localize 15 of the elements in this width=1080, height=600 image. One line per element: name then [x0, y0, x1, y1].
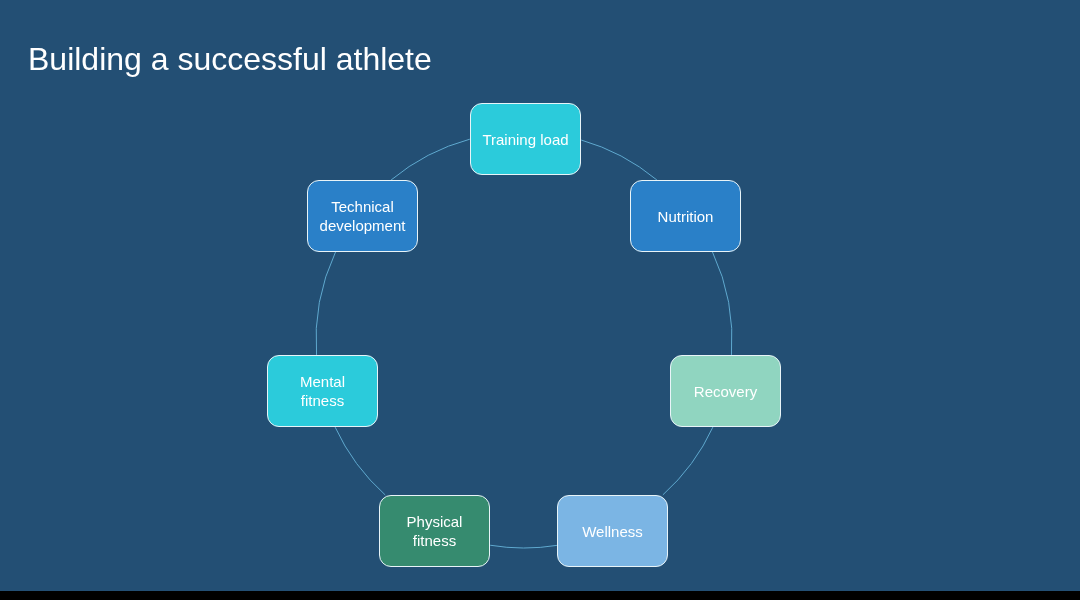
rounded-box: Technical development [307, 180, 418, 252]
connector-arc [334, 426, 386, 496]
connector-arc [489, 544, 558, 549]
connector-arc [662, 426, 714, 496]
rounded-box: Recovery [670, 355, 781, 427]
connector-arc [711, 251, 733, 356]
rounded-box: Mental fitness [267, 355, 378, 427]
connector-arc [580, 139, 658, 181]
slide-title: Building a successful athlete [28, 40, 432, 79]
connector-arc [315, 251, 337, 356]
connector-arc [390, 138, 471, 181]
rounded-box: Nutrition [630, 180, 741, 252]
rounded-box: Physical fitness [379, 495, 490, 567]
rounded-box: Wellness [557, 495, 668, 567]
rounded-box: Training load [470, 103, 581, 175]
